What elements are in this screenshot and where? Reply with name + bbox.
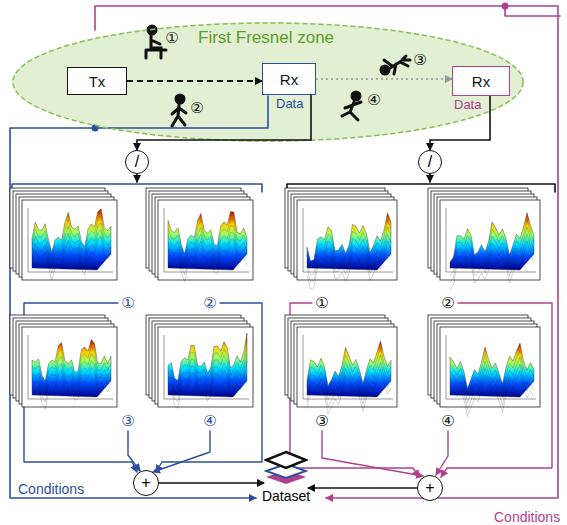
operator-sign: + xyxy=(425,480,434,496)
rx-box: RxData xyxy=(262,63,316,95)
callout-number: ① xyxy=(165,31,178,46)
callout-number: ④ xyxy=(203,414,216,429)
connector xyxy=(159,482,264,484)
callout-number: ② xyxy=(190,101,203,116)
layout-wires xyxy=(10,6,560,498)
box-label: Rx xyxy=(280,71,298,88)
divide-circle: / xyxy=(125,150,149,174)
data-label: Data xyxy=(454,97,481,112)
tx-box: Tx xyxy=(67,67,127,95)
database-icon xyxy=(264,450,308,486)
dataset-label: Dataset xyxy=(258,488,314,504)
conditions-label: Conditions xyxy=(16,482,86,496)
connector xyxy=(308,487,417,489)
box-outline: Tx xyxy=(67,67,127,95)
rx-box: RxData xyxy=(452,66,510,96)
data-label: Data xyxy=(276,96,303,111)
csi-plots xyxy=(10,188,540,417)
callout-number: ① xyxy=(121,296,134,311)
dataset-icon: Dataset xyxy=(258,450,314,504)
sum-circle: + xyxy=(133,470,159,496)
sum-circle: + xyxy=(417,475,443,501)
box-outline: Rx xyxy=(262,63,316,95)
callout-number: ① xyxy=(315,296,328,311)
divide-circle: / xyxy=(418,150,442,174)
connector xyxy=(127,80,262,82)
callout-number: ③ xyxy=(121,414,134,429)
connector xyxy=(430,96,490,150)
connector xyxy=(316,78,452,80)
person-icons xyxy=(146,26,410,126)
callout-number: ③ xyxy=(315,414,328,429)
callout-number: ④ xyxy=(367,93,380,108)
fresnel-zone: First Fresnel zoneTxRxDataRxData xyxy=(12,22,524,142)
box-label: Tx xyxy=(89,73,106,90)
callout-number: ④ xyxy=(441,414,454,429)
callout-number: ② xyxy=(441,296,454,311)
box-outline: Rx xyxy=(452,66,510,96)
operator-sign: / xyxy=(428,154,432,170)
conditions-label: Conditions xyxy=(492,510,562,524)
operator-sign: + xyxy=(141,475,150,491)
connector xyxy=(137,95,311,150)
operator-sign: / xyxy=(135,154,139,170)
callout-number: ③ xyxy=(413,53,426,68)
callout-number: ② xyxy=(203,296,216,311)
zone-title: First Fresnel zone xyxy=(198,28,334,48)
box-label: Rx xyxy=(472,73,490,90)
